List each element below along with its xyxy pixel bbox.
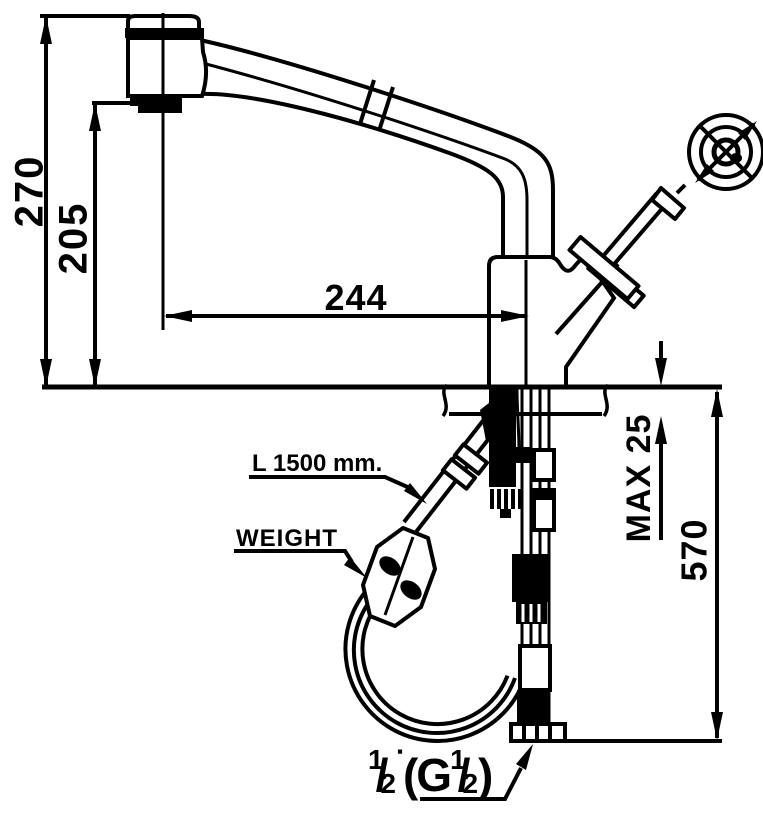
arrow-570-up xyxy=(711,389,723,417)
connection-close: ) xyxy=(478,749,493,801)
dim-text-570: 570 xyxy=(674,518,715,581)
arrow-270-top xyxy=(40,16,52,44)
swivel-arrow-sw xyxy=(695,164,714,183)
spray-head-aerator xyxy=(138,106,182,113)
connection-open: (G xyxy=(402,749,452,801)
arrow-270-bottom xyxy=(40,359,52,387)
under-counter-assembly xyxy=(343,388,722,743)
spray-head-body xyxy=(126,36,208,98)
arrowheads xyxy=(40,16,723,770)
swivel-outer-circle xyxy=(687,113,763,191)
dim-text-270: 270 xyxy=(8,155,52,228)
swivel-symbol xyxy=(687,113,763,191)
fitting-nut-1 xyxy=(513,447,532,463)
hose-loop-mid xyxy=(351,595,517,735)
leader-connection xyxy=(420,767,523,801)
arrow-weight xyxy=(344,557,367,578)
hose-coupling-1 xyxy=(452,442,490,476)
inch-mark: ▪ xyxy=(396,742,403,761)
leader-weight xyxy=(234,549,354,564)
fitting-block xyxy=(512,554,549,602)
swivel-inner-circle xyxy=(711,137,741,167)
leader-hose-length xyxy=(249,475,413,491)
fitting-5 xyxy=(517,690,548,724)
hex-nut-facets xyxy=(522,726,552,739)
shank-tip xyxy=(500,509,511,518)
pullout-hose xyxy=(402,399,503,534)
spout-tube xyxy=(198,37,555,259)
spout-inner-hose-line xyxy=(205,62,529,257)
faucet-outline xyxy=(125,14,687,389)
shank-threads xyxy=(490,489,522,509)
spout-joint-collar xyxy=(358,79,395,132)
arrow-max25-down xyxy=(655,358,667,386)
label-weight: WEIGHT xyxy=(236,525,338,552)
arrow-hose-length xyxy=(404,483,427,504)
hose-loop xyxy=(343,589,526,743)
weight-dot-2 xyxy=(400,580,422,600)
dimension-lines xyxy=(40,13,719,801)
hose-loop-inner xyxy=(360,600,510,727)
coupling-slits xyxy=(521,604,541,622)
fitting-3-band xyxy=(534,490,554,500)
frac1-numerator: 1 xyxy=(368,744,384,775)
dim-text-244: 244 xyxy=(324,277,387,318)
arrow-244-left xyxy=(164,310,192,322)
arrow-205-top xyxy=(89,103,101,131)
dim-text-205: 205 xyxy=(52,202,96,275)
break-line-left xyxy=(441,383,449,418)
arrow-570-down xyxy=(711,712,723,740)
arrow-205-bottom xyxy=(89,359,101,387)
arrow-connection xyxy=(516,744,533,770)
counter-section xyxy=(42,383,722,418)
swivel-arrow-ne xyxy=(738,121,757,140)
fitting-2 xyxy=(532,448,556,482)
arrow-max25-up xyxy=(655,416,667,444)
fitting-4 xyxy=(518,644,552,692)
frac1-denominator: 2 xyxy=(380,768,396,799)
hose-weight xyxy=(361,526,437,628)
frac2-numerator: 1 xyxy=(450,744,466,775)
handle-escutcheon-upper xyxy=(567,235,641,301)
break-line-right xyxy=(602,383,610,418)
hose-coupling-2 xyxy=(440,457,478,491)
arrow-244-right xyxy=(501,310,529,322)
frac2-denominator: 2 xyxy=(462,768,479,799)
handle-tip xyxy=(675,183,687,195)
frac1-slash: / xyxy=(375,749,389,801)
swivel-mid-circle xyxy=(699,125,753,179)
dim-text-max25: MAX 25 xyxy=(620,414,658,543)
weight-dot-1 xyxy=(379,556,401,576)
handle-cap xyxy=(650,186,686,221)
label-hose-length: L 1500 mm. xyxy=(252,450,382,477)
hose-loop-outer xyxy=(343,589,526,743)
swivel-dot xyxy=(730,153,742,163)
hose-fittings xyxy=(509,447,567,743)
frac2-slash: / xyxy=(457,749,471,801)
connection-size-label: 1/2▪(G1/2) xyxy=(368,742,493,801)
weight-hose-line xyxy=(383,536,415,616)
